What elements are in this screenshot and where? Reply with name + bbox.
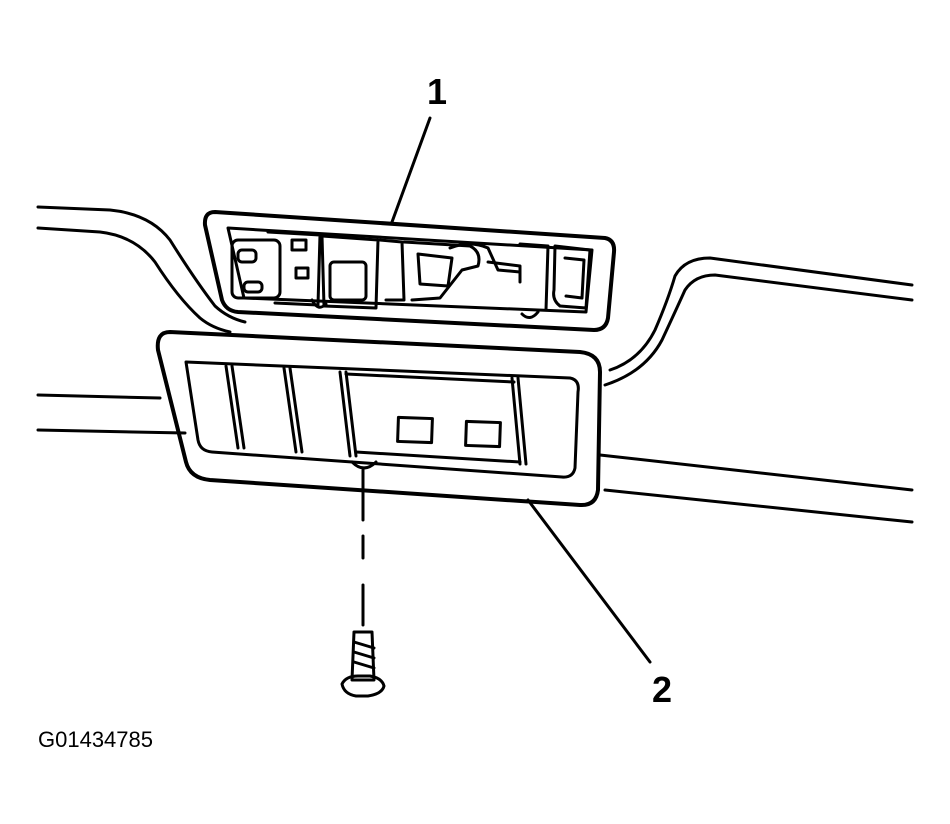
dome-lamp-assembly xyxy=(155,330,602,508)
dome-lamp-housing xyxy=(202,210,617,332)
callout-2: 2 xyxy=(652,669,673,710)
mounting-screw xyxy=(340,468,386,698)
leader-line-2 xyxy=(526,498,652,664)
headliner-outline xyxy=(36,205,914,524)
callout-1: 1 xyxy=(427,71,448,112)
figure-id: G01434785 xyxy=(38,727,153,752)
leader-line-1 xyxy=(390,116,432,224)
